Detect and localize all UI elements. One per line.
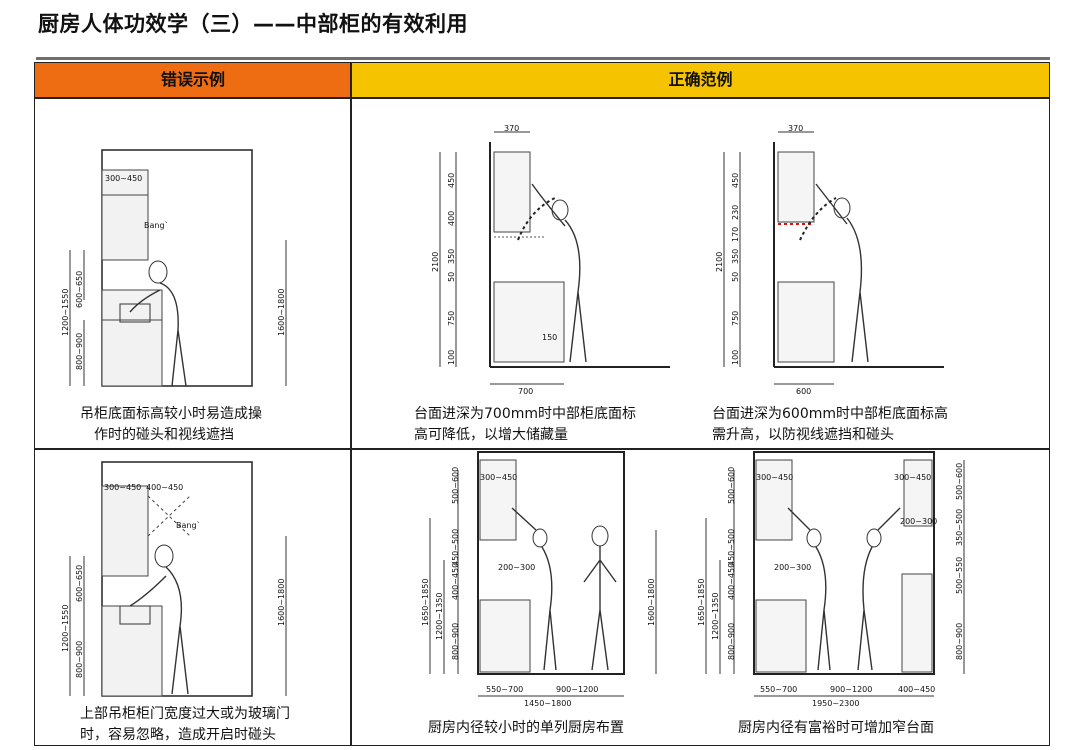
dim-200-300: 200~300 xyxy=(498,563,535,572)
dim-100: 100 xyxy=(731,350,740,365)
dim-1650-1850: 1650~1850 xyxy=(697,579,706,626)
column-divider xyxy=(350,63,352,745)
caption-p3: 台面进深为600mm时中部柜底面标高 需升高，以防视线遮挡和碰头 xyxy=(712,406,948,443)
dim-50: 50 xyxy=(447,272,456,282)
header-divider xyxy=(35,97,1049,99)
dim-2100: 2100 xyxy=(431,252,440,272)
header-wrong-example: 错误示例 xyxy=(35,63,351,97)
bang-label: Bang` xyxy=(144,220,169,230)
diagram-low-cabinet-bump: 300~450 Bang` 600~650 1200~1550 800~900 … xyxy=(61,149,287,387)
diagram-600mm-counter: 370 450 230 170 350 50 750 100 2100 600 xyxy=(715,124,944,396)
dim-550-700: 550~700 xyxy=(760,685,797,694)
dim-370: 370 xyxy=(788,124,803,133)
dim-900-1200: 900~1200 xyxy=(556,685,598,694)
dim-550-700: 550~700 xyxy=(486,685,523,694)
dim-2100: 2100 xyxy=(715,252,724,272)
caption-p1: 吊柜底面标高较小时易造成操 作时的碰头和视线遮挡 xyxy=(80,406,262,443)
dim-200-300: 200~300 xyxy=(774,563,811,572)
dim-r-200-300: 200~300 xyxy=(900,517,937,526)
dim-230: 230 xyxy=(731,205,740,220)
dim-1600-1800: 1600~1800 xyxy=(647,579,656,626)
dim-900-1200: 900~1200 xyxy=(830,685,872,694)
dim-300-450: 300~450 xyxy=(480,473,517,482)
dim-1200-1550: 1200~1550 xyxy=(61,289,70,336)
dim-150: 150 xyxy=(542,333,557,342)
dim-400-450: 400~450 xyxy=(898,685,935,694)
caption-p4: 上部吊柜柜门宽度过大或为玻璃门 时，容易忽略，造成开启时碰头 xyxy=(80,706,290,743)
dim-800-900: 800~900 xyxy=(451,623,460,660)
header-correct-example: 正确范例 xyxy=(352,63,1049,97)
page-title: 厨房人体功效学（三）——中部柜的有效利用 xyxy=(38,12,468,36)
dim-400-450: 400~450 xyxy=(146,483,183,492)
dim-450-500: 450~500 xyxy=(727,529,736,566)
dim-500-600: 500~600 xyxy=(727,467,736,504)
diagram-wide-kitchen-layout: 500~600 300~450 450~500 200~300 400~450 … xyxy=(697,451,965,708)
dim-1600-1800: 1600~1800 xyxy=(277,579,286,626)
row-divider xyxy=(35,448,1049,450)
dim-1200-1350: 1200~1350 xyxy=(711,593,720,640)
dim-400-450: 400~450 xyxy=(451,563,460,600)
dim-370: 370 xyxy=(504,124,519,133)
dim-400: 400 xyxy=(447,211,456,226)
diagram-700mm-counter: 370 450 400 350 50 750 100 2100 150 700 xyxy=(431,124,670,396)
dim-300-450: 300~450 xyxy=(105,174,142,183)
dim-r-300-450: 300~450 xyxy=(894,473,931,482)
diagram-single-row-layout: 500~600 300~450 450~500 200~300 400~450 … xyxy=(421,451,657,708)
dim-500-600: 500~600 xyxy=(451,467,460,504)
dim-50: 50 xyxy=(731,272,740,282)
bang-label: Bang` xyxy=(176,520,201,530)
dim-800-900: 800~900 xyxy=(75,333,84,370)
dim-1200-1550: 1200~1550 xyxy=(61,605,70,652)
diagram-wide-door-bump: 300~450 400~450 Bang` 600~650 1200~1550 … xyxy=(61,461,287,697)
dim-600-650: 600~650 xyxy=(75,565,84,602)
dim-450-500: 450~500 xyxy=(451,529,460,566)
dim-1650-1850: 1650~1850 xyxy=(421,579,430,626)
dim-r-800-900: 800~900 xyxy=(955,623,964,660)
dim-1950-2300: 1950~2300 xyxy=(812,699,859,708)
dim-1200-1350: 1200~1350 xyxy=(435,593,444,640)
dim-300-450: 300~450 xyxy=(756,473,793,482)
dim-450: 450 xyxy=(731,173,740,188)
title-rule xyxy=(36,57,1050,60)
dim-1600-1800: 1600~1800 xyxy=(277,289,286,336)
dim-350: 350 xyxy=(731,249,740,264)
dim-700: 700 xyxy=(518,387,533,396)
caption-p5: 厨房内径较小时的单列厨房布置 xyxy=(428,720,624,736)
dim-800-900: 800~900 xyxy=(75,641,84,678)
dim-350: 350 xyxy=(447,249,456,264)
caption-p6: 厨房内径有富裕时可增加窄台面 xyxy=(738,720,934,736)
dim-800-900: 800~900 xyxy=(727,623,736,660)
dim-600-650: 600~650 xyxy=(75,271,84,308)
dim-750: 750 xyxy=(447,311,456,326)
dim-400-450: 400~450 xyxy=(727,563,736,600)
dim-1450-1800: 1450~1800 xyxy=(524,699,571,708)
dim-750: 750 xyxy=(731,311,740,326)
dim-300-450: 300~450 xyxy=(104,483,141,492)
dim-r-350-500: 350~500 xyxy=(955,509,964,546)
dim-r-500-550: 500~550 xyxy=(955,557,964,594)
comparison-table: 错误示例 正确范例 xyxy=(34,62,1050,746)
dim-170: 170 xyxy=(731,227,740,242)
dim-450: 450 xyxy=(447,173,456,188)
dim-r-500-600: 500~600 xyxy=(955,463,964,500)
dim-600: 600 xyxy=(796,387,811,396)
caption-p2: 台面进深为700mm时中部柜底面标 高可降低，以增大储藏量 xyxy=(414,406,636,443)
dim-100: 100 xyxy=(447,350,456,365)
